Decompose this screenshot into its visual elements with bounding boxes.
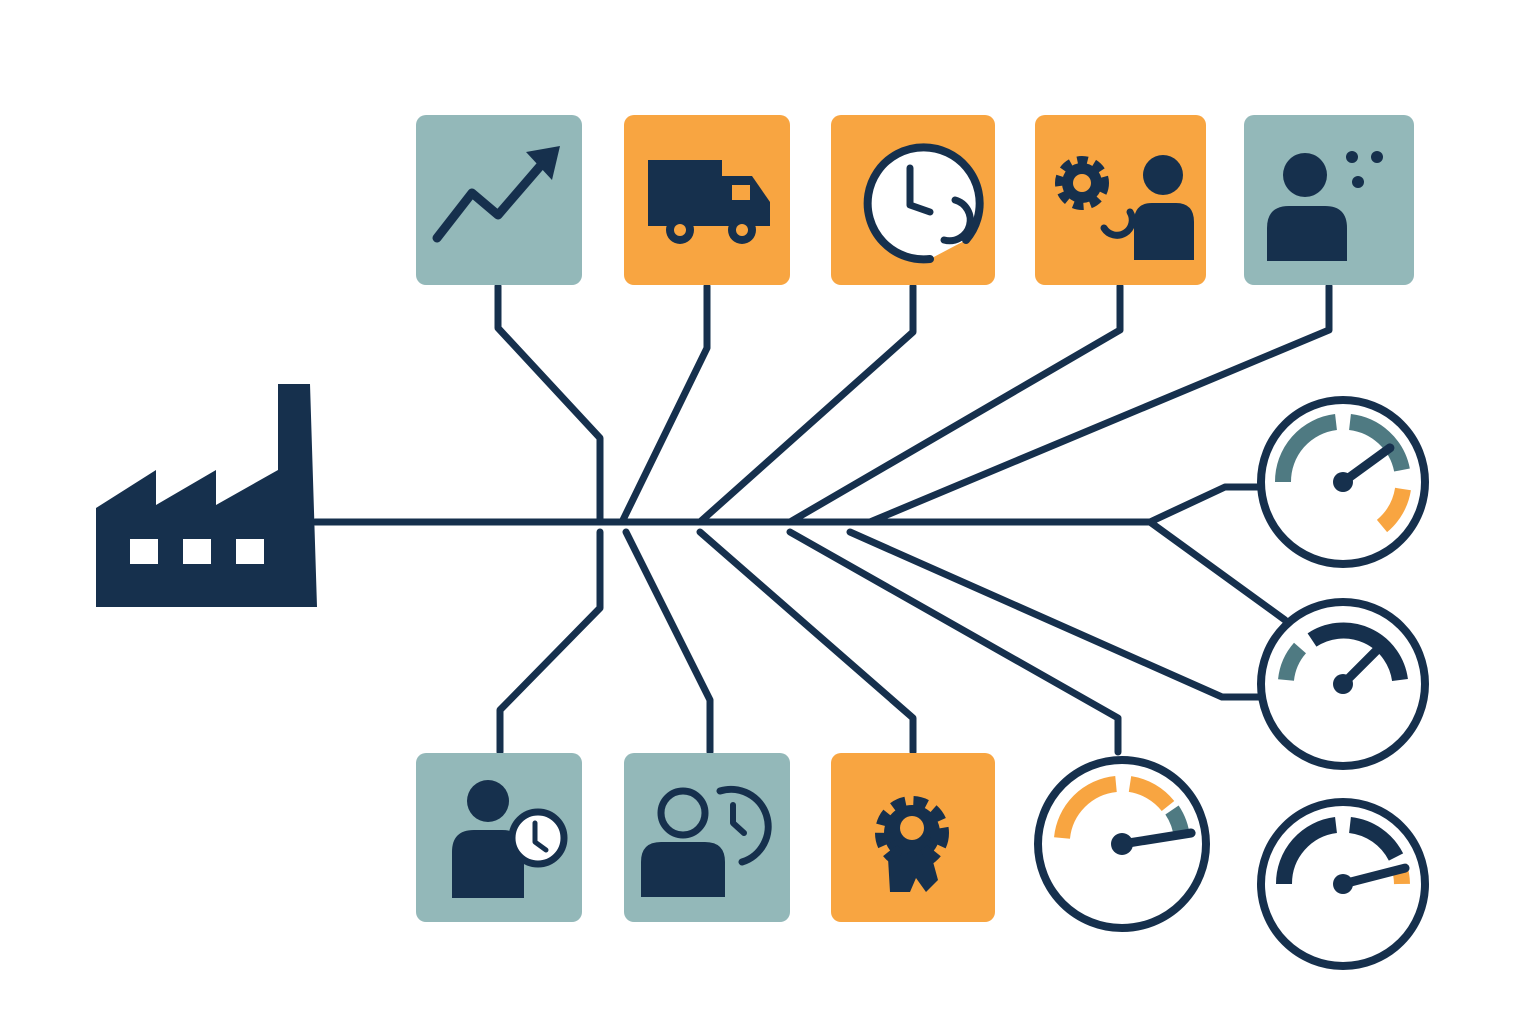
tile-team-history[interactable]	[624, 753, 790, 922]
tile-trend[interactable]	[416, 115, 582, 285]
gauge-middle-right[interactable]	[1257, 598, 1429, 770]
gauge-top-right[interactable]	[1257, 396, 1429, 568]
factory-icon	[96, 384, 317, 607]
connectors	[311, 282, 1333, 756]
link-gear	[696, 528, 917, 756]
link-gauge-lower-right	[846, 528, 1266, 701]
gauge-needle	[1117, 828, 1196, 849]
gear-person-icon	[1055, 155, 1194, 260]
person-clock-icon	[452, 780, 568, 898]
tile-clock[interactable]	[831, 115, 995, 285]
tile-person-clock[interactable]	[416, 753, 582, 922]
delivery-truck-icon	[648, 160, 770, 244]
tile-gear-person[interactable]	[1035, 115, 1206, 285]
person-dots-icon	[1267, 151, 1383, 261]
link-clock	[696, 282, 917, 526]
gauge-bottom-right[interactable]	[1257, 798, 1429, 970]
tile-truck[interactable]	[624, 115, 790, 285]
link-person-dots	[866, 282, 1333, 526]
link-person-clock	[496, 528, 604, 756]
link-gauge-middle-right	[1146, 518, 1289, 624]
link-truck	[618, 282, 711, 526]
link-gear-person	[786, 282, 1124, 526]
link-gauge-bottom	[786, 528, 1122, 756]
gauge-bottom-center[interactable]	[1034, 756, 1210, 932]
team-history-icon	[641, 785, 772, 897]
tile-gear[interactable]	[831, 753, 995, 922]
link-team-history	[622, 528, 714, 756]
link-gauge-top-right	[1146, 483, 1266, 526]
tile-person-dots[interactable]	[1244, 115, 1414, 285]
link-trend	[494, 282, 604, 526]
clock-cycle-icon	[863, 143, 984, 264]
gauge-needle	[1338, 863, 1410, 889]
gear-icon	[875, 796, 949, 892]
trend-up-arrow-icon	[432, 146, 560, 243]
